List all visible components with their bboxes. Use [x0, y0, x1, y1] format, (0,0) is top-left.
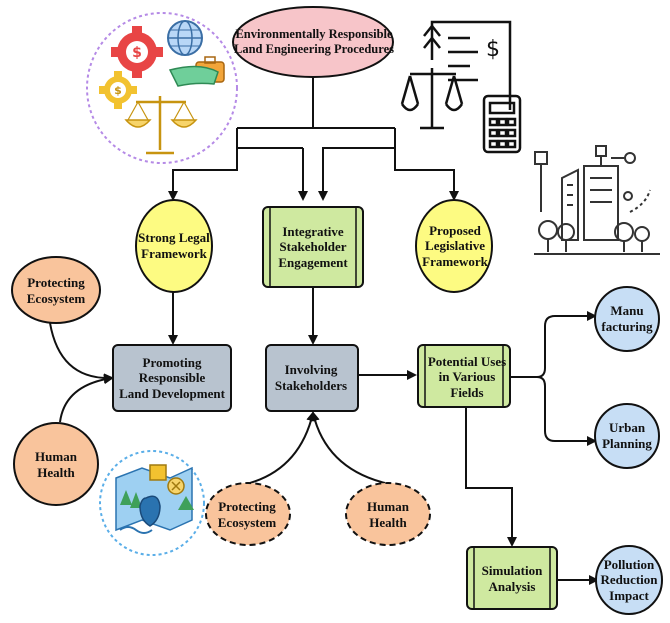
finance-balance-gear-icon: $ $ — [86, 12, 238, 164]
svg-text:$: $ — [132, 45, 142, 61]
node-simulation-box — [466, 546, 558, 610]
node-human-left-ellipse — [13, 422, 99, 506]
node-urban-circle — [594, 403, 660, 469]
node-protect-left-ellipse — [11, 256, 101, 324]
node-shapes — [11, 6, 663, 615]
node-proposed-ellipse — [415, 199, 493, 293]
node-potential-box — [417, 344, 511, 408]
ecosystem-map-icon — [99, 450, 205, 556]
tax-law-calculator-icon: $ — [400, 20, 522, 154]
node-top-ellipse — [232, 6, 394, 78]
node-integrative-box — [262, 206, 364, 288]
connectors — [49, 78, 599, 585]
city-network-icon — [534, 145, 660, 255]
svg-text:$: $ — [114, 84, 122, 97]
node-human-bottom-ellipse — [345, 482, 431, 546]
node-pollution-circle — [595, 545, 663, 615]
svg-text:$: $ — [486, 37, 500, 62]
node-manu-circle — [594, 286, 660, 352]
node-promoting-box — [112, 344, 232, 412]
node-involving-box — [265, 344, 359, 412]
node-protect-bottom-ellipse — [205, 482, 291, 546]
node-legal-ellipse — [135, 199, 213, 293]
